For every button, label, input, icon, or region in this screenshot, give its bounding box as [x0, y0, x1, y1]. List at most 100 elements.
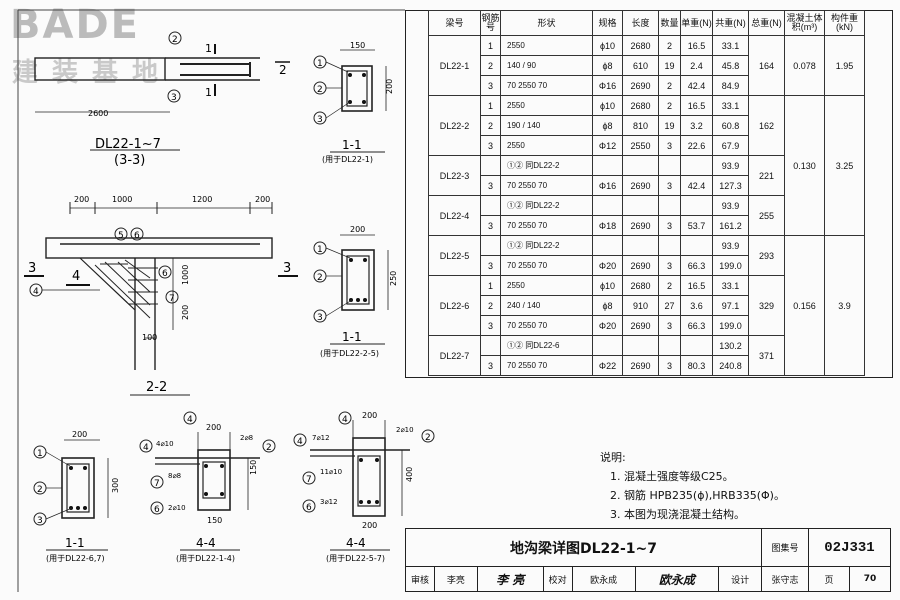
sec11b-title: 1-1	[342, 330, 362, 344]
page-label: 页	[808, 566, 850, 592]
cell-unit: 66.3	[680, 255, 713, 276]
cell-beam: DL22-2	[428, 95, 481, 156]
dim-100: 100	[142, 333, 157, 342]
cell-qty: 19	[658, 55, 681, 76]
title-block: 地沟梁详图DL22-1~7 图集号 02J331 审核 李亮 李 亮 校对 欧永…	[405, 528, 891, 592]
review-label: 审核	[405, 566, 435, 592]
cell-unit: 2.4	[680, 55, 713, 76]
elev-sub: (3-3)	[114, 153, 145, 168]
cell-volume: 0.130	[784, 95, 825, 236]
cell-len	[622, 335, 659, 356]
cell-len: 2690	[622, 355, 659, 376]
svg-text:3: 3	[317, 313, 323, 323]
cell-unit	[680, 155, 713, 176]
cell-len: 2690	[622, 215, 659, 236]
cell-unit	[680, 195, 713, 216]
sec11a-title: 1-1	[342, 138, 362, 152]
svg-text:6: 6	[306, 503, 312, 513]
svg-text:2: 2	[37, 485, 43, 495]
cell-shape: 70 2550 70	[500, 355, 593, 376]
cell-no	[480, 335, 501, 356]
cell-total: 293	[748, 235, 785, 276]
svg-text:7: 7	[154, 479, 160, 489]
cell-total: 162	[748, 95, 785, 156]
th-no: 钢筋号	[480, 10, 501, 36]
cell-qty: 2	[658, 275, 681, 296]
svg-text:2: 2	[172, 35, 178, 45]
cell-len: 2690	[622, 315, 659, 336]
svg-text:7: 7	[306, 475, 312, 485]
elev-title: DL22-1~7	[95, 137, 161, 152]
cell-shape: 70 2550 70	[500, 215, 593, 236]
dim-200-h: 200	[362, 521, 377, 530]
svg-text:4: 4	[143, 443, 149, 453]
section-1-1-b: 1 2 3	[313, 234, 389, 345]
svg-text:4: 4	[72, 269, 80, 284]
cell-qty: 2	[658, 95, 681, 116]
svg-text:3: 3	[171, 93, 177, 103]
cell-len	[622, 195, 659, 216]
bar-6-a: 2⌀10	[168, 504, 186, 512]
cell-no: 1	[480, 95, 501, 116]
cell-unit	[680, 235, 713, 256]
cell-shape: 2550	[500, 135, 593, 156]
cell-wt: 84.9	[712, 75, 749, 96]
cell-wt: 60.8	[712, 115, 749, 136]
note-item: 2. 钢筋 HPB235(ϕ),HRB335(Φ)。	[610, 489, 785, 502]
cell-shape: 140 / 90	[500, 55, 593, 76]
cell-no: 2	[480, 55, 501, 76]
cell-wt: 97.1	[712, 295, 749, 316]
cell-qty: 3	[658, 175, 681, 196]
cell-wt: 199.0	[712, 315, 749, 336]
cell-qty: 3	[658, 255, 681, 276]
sec11a-sub: (用于DL22-1)	[322, 155, 373, 164]
dim-1200: 1200	[192, 195, 212, 204]
cell-qty	[658, 235, 681, 256]
dim-1000: 1000	[112, 195, 132, 204]
cell-spec	[592, 235, 623, 256]
th-shape: 形状	[500, 10, 593, 36]
cell-unit: 3.2	[680, 115, 713, 136]
check-label: 校对	[542, 566, 573, 592]
dim-250: 250	[389, 271, 398, 286]
th-wt: 共重(N)	[712, 10, 749, 36]
section-4-4-a: 4 4 2 7 6	[139, 411, 276, 551]
svg-text:1: 1	[317, 59, 323, 69]
cell-qty: 3	[658, 135, 681, 156]
th-len: 长度	[622, 10, 659, 36]
svg-text:2: 2	[279, 63, 287, 77]
section-1-1-c: 1 2 3	[33, 439, 109, 551]
cell-wt: 67.9	[712, 135, 749, 156]
cell-spec: Φ16	[592, 75, 623, 96]
cell-no: 2	[480, 295, 501, 316]
cell-qty: 3	[658, 355, 681, 376]
cell-shape: 70 2550 70	[500, 315, 593, 336]
cell-shape: ①② 同DL22-6	[500, 335, 593, 356]
cell-wt: 33.1	[712, 95, 749, 116]
cell-total: 164	[748, 35, 785, 96]
cell-no: 3	[480, 135, 501, 156]
dim-200-f: 200	[206, 423, 221, 432]
cell-shape: 2550	[500, 95, 593, 116]
cell-qty: 27	[658, 295, 681, 316]
cell-len: 2680	[622, 275, 659, 296]
dim-200-d: 200	[350, 225, 365, 234]
cell-beam: DL22-3	[428, 155, 481, 196]
cell-shape: 70 2550 70	[500, 75, 593, 96]
cell-spec: ϕ10	[592, 35, 623, 56]
cell-len	[622, 235, 659, 256]
cell-spec: Φ20	[592, 315, 623, 336]
cell-spec: ϕ8	[592, 295, 623, 316]
dim-150-a: 150	[350, 41, 365, 50]
dim-1000-v: 1000	[181, 265, 190, 285]
cell-unit: 42.4	[680, 75, 713, 96]
designer-name: 张守志	[761, 566, 809, 592]
atlas-number: 02J331	[808, 528, 891, 567]
cell-no: 3	[480, 355, 501, 376]
cell-spec	[592, 155, 623, 176]
notes-heading: 说明:	[600, 451, 626, 464]
cell-wt: 199.0	[712, 255, 749, 276]
cell-wt: 93.9	[712, 195, 749, 216]
